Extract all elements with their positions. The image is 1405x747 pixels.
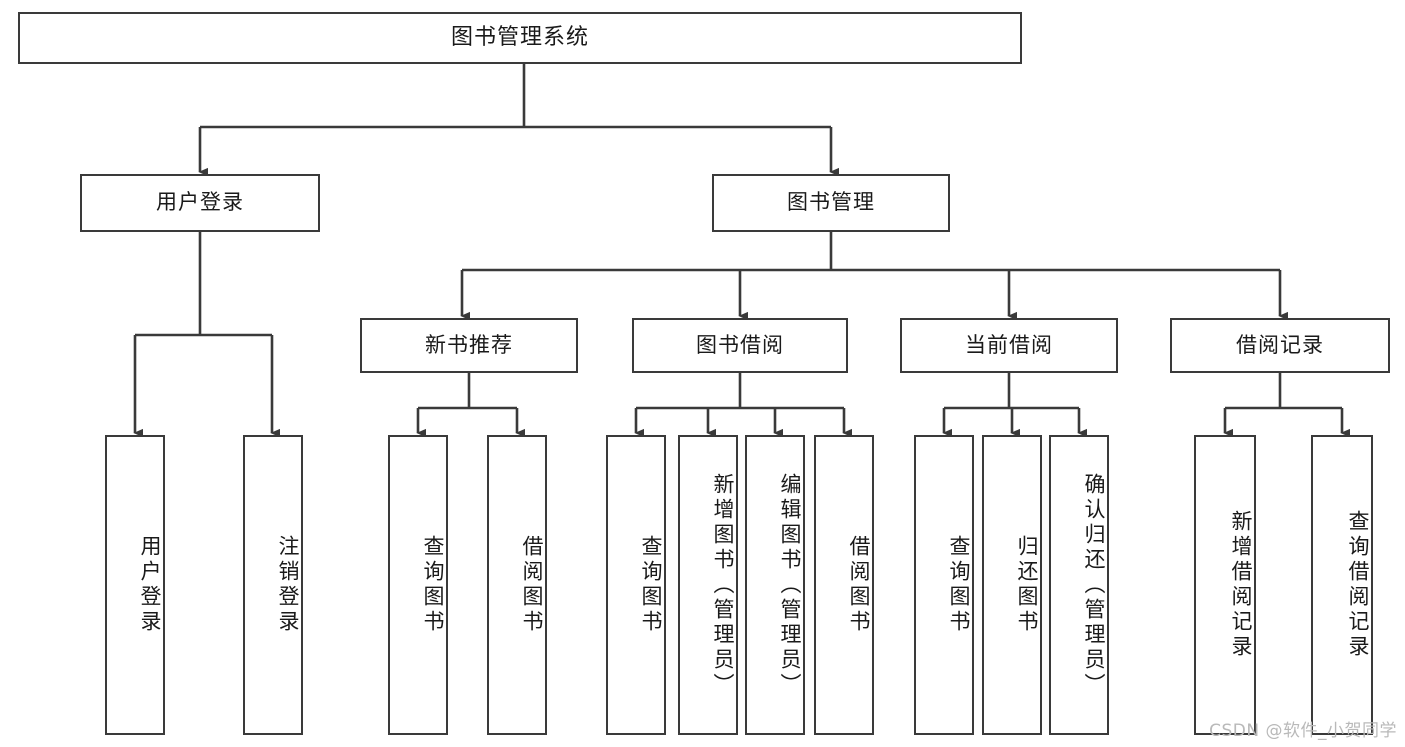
- node-current-borrow[interactable]: 当前借阅: [900, 318, 1118, 373]
- leaf-add-borrow-record[interactable]: 新增借阅记录: [1194, 435, 1256, 735]
- leaf-borrow-book[interactable]: 借阅图书: [814, 435, 874, 735]
- leaf-confirm-return-admin[interactable]: 确认归还（管理员）: [1049, 435, 1109, 735]
- leaf-edit-book-admin[interactable]: 编辑图书（管理员）: [745, 435, 805, 735]
- node-root[interactable]: 图书管理系统: [18, 12, 1022, 64]
- leaf-borrow-book-recommend[interactable]: 借阅图书: [487, 435, 547, 735]
- node-borrow-record[interactable]: 借阅记录: [1170, 318, 1390, 373]
- node-book-management[interactable]: 图书管理: [712, 174, 950, 232]
- node-user-login[interactable]: 用户登录: [80, 174, 320, 232]
- leaf-return-book[interactable]: 归还图书: [982, 435, 1042, 735]
- leaf-query-book-current[interactable]: 查询图书: [914, 435, 974, 735]
- leaf-query-book-recommend[interactable]: 查询图书: [388, 435, 448, 735]
- leaf-user-login[interactable]: 用户登录: [105, 435, 165, 735]
- watermark-text: CSDN @软件_小贺同学: [1209, 721, 1397, 741]
- leaf-query-book-borrow[interactable]: 查询图书: [606, 435, 666, 735]
- node-new-book-recommend[interactable]: 新书推荐: [360, 318, 578, 373]
- leaf-logout-login[interactable]: 注销登录: [243, 435, 303, 735]
- leaf-add-book-admin[interactable]: 新增图书（管理员）: [678, 435, 738, 735]
- leaf-query-borrow-record[interactable]: 查询借阅记录: [1311, 435, 1373, 735]
- node-book-borrow[interactable]: 图书借阅: [632, 318, 848, 373]
